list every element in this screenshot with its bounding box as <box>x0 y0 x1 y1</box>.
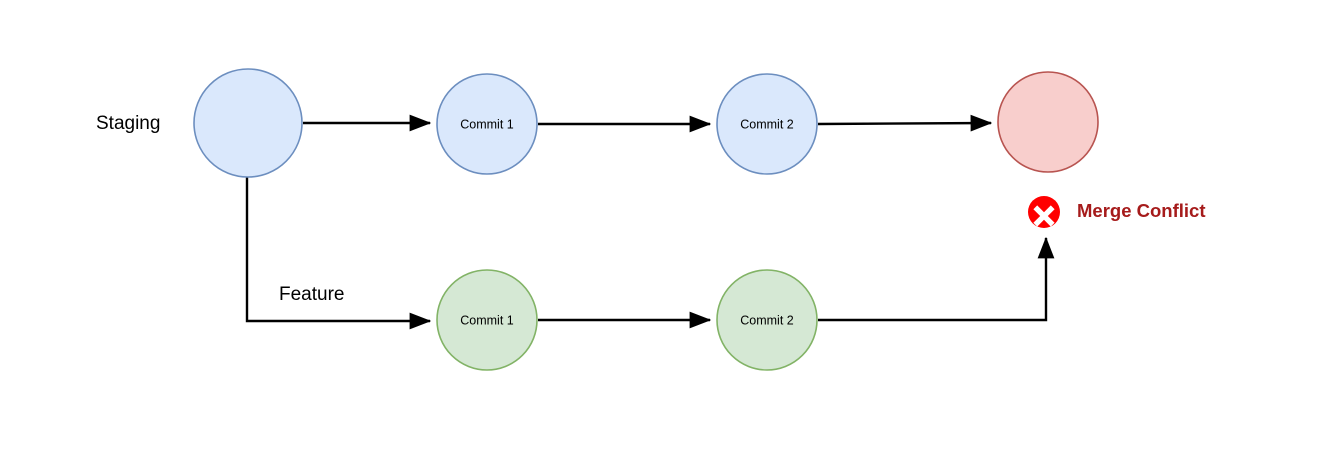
branch-label-staging: Staging <box>96 113 160 134</box>
node-circle[interactable] <box>193 68 303 178</box>
error-x-icon-circle <box>1028 196 1060 228</box>
node-label: Commit 1 <box>460 117 514 131</box>
node-circle[interactable] <box>716 269 818 371</box>
node-circle[interactable] <box>436 73 538 175</box>
connector-staging-commit-2-to-merge <box>817 114 993 132</box>
connector-group <box>245 114 1055 330</box>
node-circle[interactable] <box>716 73 818 175</box>
error-x-icon <box>1028 196 1060 228</box>
node-staging-merge-target[interactable] <box>997 71 1099 173</box>
node-staging-commit-2[interactable]: Commit 2 <box>716 73 818 175</box>
node-feature-commit-2[interactable]: Commit 2 <box>716 269 818 371</box>
merge-conflict-label: Merge Conflict <box>1077 200 1205 221</box>
node-staging-root[interactable] <box>193 68 303 178</box>
connector-feature-commit-2-to-conflict <box>818 236 1055 322</box>
error-x-icon-glyph <box>1033 205 1055 227</box>
node-circle[interactable] <box>436 269 538 371</box>
branch-label-feature: Feature <box>279 284 344 305</box>
node-label: Commit 1 <box>460 313 514 327</box>
node-label: Commit 2 <box>740 117 794 131</box>
node-feature-commit-1[interactable]: Commit 1 <box>436 269 538 371</box>
node-label: Commit 2 <box>740 313 794 327</box>
node-circle[interactable] <box>997 71 1099 173</box>
node-staging-commit-1[interactable]: Commit 1 <box>436 73 538 175</box>
connector-staging-root-to-feature-commit-1 <box>245 174 432 330</box>
merge-conflict-badge[interactable]: Merge Conflict <box>1028 196 1205 228</box>
